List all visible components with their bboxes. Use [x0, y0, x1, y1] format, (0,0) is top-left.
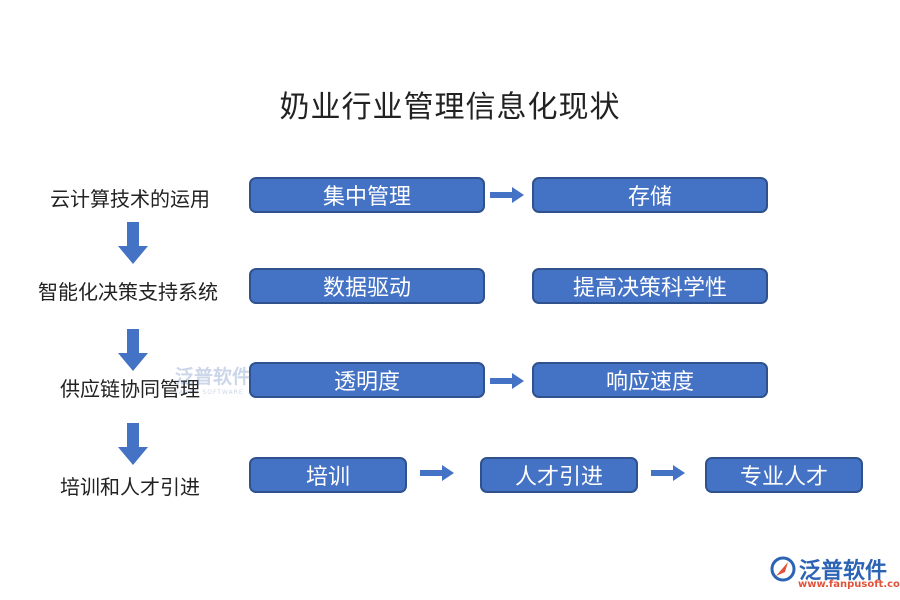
stage-1-label: 云计算技术的运用 — [50, 187, 210, 211]
stage-2-label: 智能化决策支持系统 — [38, 280, 218, 304]
stage-1-box-1: 集中管理 — [249, 177, 485, 213]
stage-4-label: 培训和人才引进 — [60, 475, 200, 499]
down-arrow-icon — [118, 329, 148, 371]
right-arrow-icon — [420, 465, 454, 481]
right-arrow-icon — [490, 187, 524, 203]
watermark: 泛普软件 FANPU SOFTWARE — [175, 362, 251, 396]
brand-logo: 泛普软件 — [770, 553, 887, 585]
fanpu-logo-icon — [770, 556, 796, 582]
diagram-title: 奶业行业管理信息化现状 — [279, 90, 621, 125]
right-arrow-icon — [490, 373, 524, 389]
right-arrow-icon — [651, 465, 685, 481]
stage-1-box-2: 存储 — [532, 177, 768, 213]
watermark-subtext: FANPU SOFTWARE — [175, 389, 244, 396]
stage-3-label: 供应链协同管理 — [60, 377, 200, 401]
stage-2-box-1: 数据驱动 — [249, 268, 485, 304]
down-arrow-icon — [118, 423, 148, 465]
down-arrow-icon — [118, 222, 148, 264]
watermark-text: 泛普软件 — [175, 366, 252, 388]
stage-2-box-2: 提高决策科学性 — [532, 268, 768, 304]
stage-4-box-2: 人才引进 — [480, 457, 638, 493]
stage-4-box-1: 培训 — [249, 457, 407, 493]
logo-name: 泛普软件 — [799, 559, 888, 584]
stage-3-box-2: 响应速度 — [532, 362, 768, 398]
logo-url: www.fanpusoft.com — [798, 579, 900, 590]
stage-4-box-3: 专业人才 — [705, 457, 863, 493]
stage-3-box-1: 透明度 — [249, 362, 485, 398]
